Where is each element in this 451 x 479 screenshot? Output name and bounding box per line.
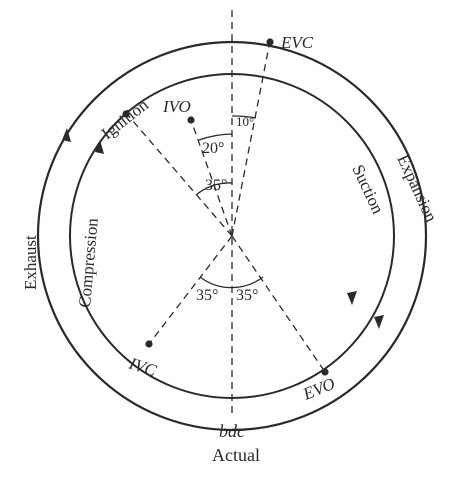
evo-angle-value: 35° (236, 287, 258, 304)
evc-angle-arc (231, 115, 257, 119)
compression-label: Compression (75, 217, 102, 309)
caption-actual: Actual (212, 445, 260, 465)
evo-dot (321, 368, 329, 376)
outer-circle (36, 40, 428, 432)
ivo-label: IVO (162, 97, 191, 116)
exhaust-arrow-icon (62, 128, 71, 142)
bottom-angle-arc (199, 276, 264, 289)
expansion-arrow-icon (374, 315, 384, 329)
tdc-angle-arc (195, 182, 233, 196)
expansion-label: Expansion (393, 152, 441, 226)
exhaust-label: Exhaust (21, 235, 40, 290)
suction-label: Suction (348, 162, 387, 218)
evc-line (231, 40, 271, 237)
evo-label: EVO (299, 374, 337, 404)
ivo-angle-value: 20° (202, 140, 224, 157)
evc-angle-value: 10° (236, 114, 254, 129)
ignition-label: Ignition (98, 95, 153, 143)
evc-label: EVC (280, 33, 314, 52)
ignition-dot (122, 110, 130, 118)
tdc-angle-value: 35° (205, 177, 227, 194)
suction-arrow-icon (347, 291, 357, 305)
evc-dot (266, 38, 274, 46)
ivc-dot (145, 340, 153, 348)
ivc-angle-value: 35° (196, 287, 218, 304)
ignition-line (125, 112, 233, 237)
compression-arrow-icon (95, 140, 104, 154)
ivo-angle-arc (198, 133, 233, 141)
ivc-line (148, 235, 233, 345)
bdc-label: bdc (219, 421, 245, 441)
ivc-label: IVC (126, 353, 159, 380)
ivo-line (190, 119, 233, 237)
ivo-dot (187, 116, 195, 124)
evo-line (231, 235, 326, 373)
